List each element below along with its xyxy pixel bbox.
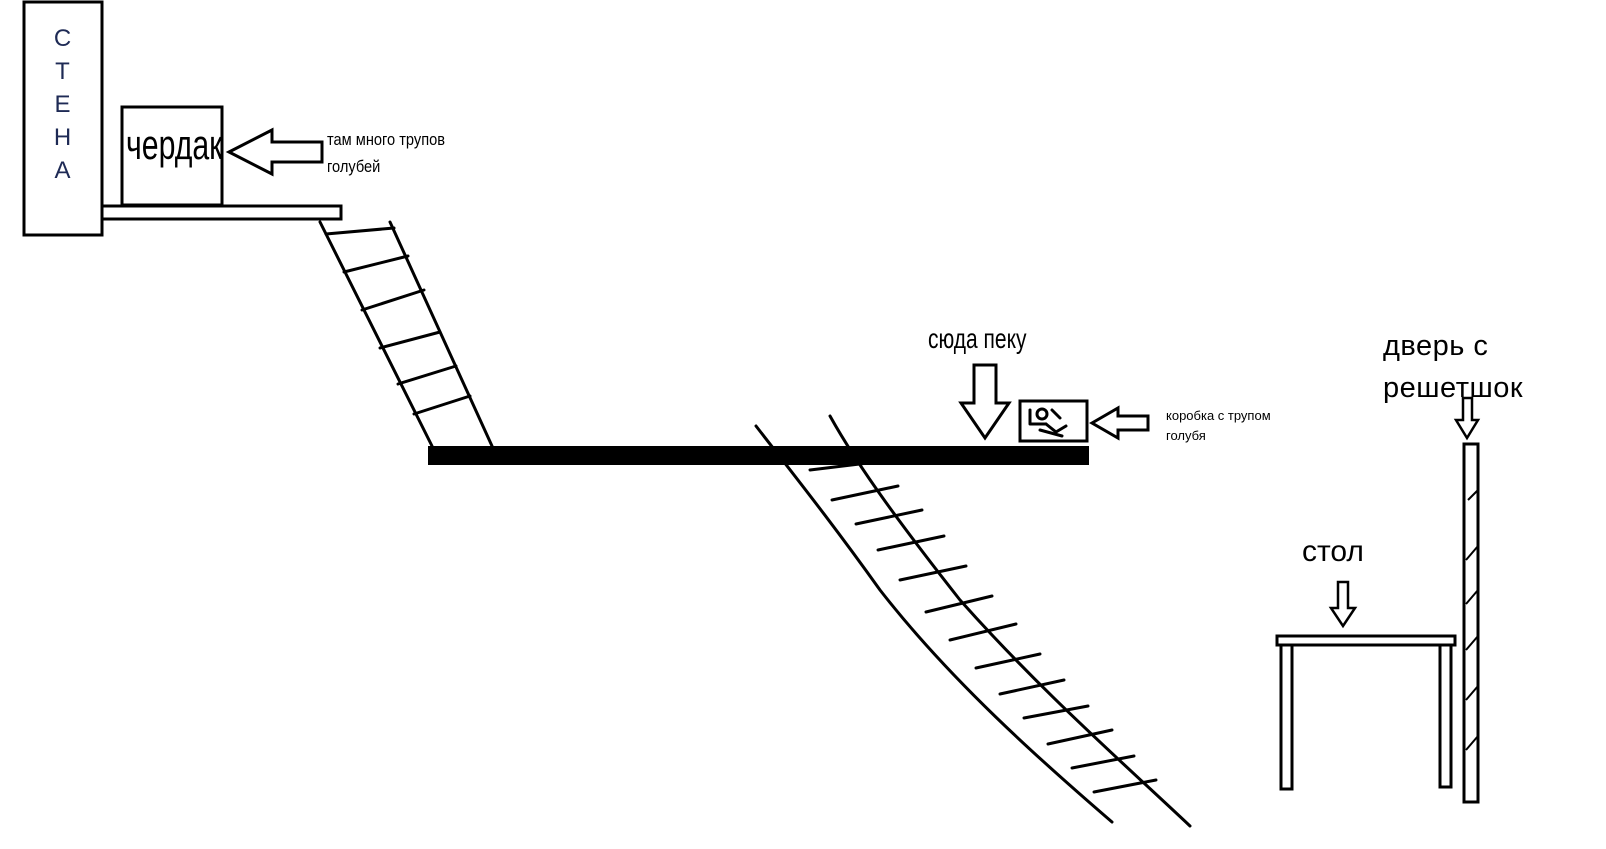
- wall-letter: Н: [53, 124, 73, 151]
- lower-ladder: [754, 414, 1192, 828]
- box-arrow-icon: [1088, 405, 1150, 441]
- attic-label: чердак: [126, 121, 223, 168]
- wall-label: С Т Е Н А: [26, 22, 100, 187]
- wall-letter: Т: [55, 58, 71, 85]
- attic-note-line: голубей: [327, 157, 381, 176]
- wall-letter: Е: [54, 91, 72, 118]
- attic-note-line: там много трупов: [327, 130, 446, 149]
- attic-shelf: [100, 204, 343, 221]
- door-label-line: решетшок: [1383, 372, 1524, 404]
- wall-letter: А: [54, 157, 72, 184]
- box-note: коробка с трупом голубя: [1166, 406, 1271, 446]
- wall-column: [22, 0, 104, 237]
- box-note-line: голубя: [1166, 428, 1206, 443]
- table-down-arrow-icon: [1328, 580, 1358, 629]
- door-label-line: дверь с: [1383, 330, 1489, 362]
- table: [1275, 634, 1457, 791]
- door-down-arrow-icon: [1453, 396, 1481, 441]
- pigeon-doodle-icon: [1028, 407, 1068, 438]
- pigeon-box: [1018, 399, 1089, 443]
- door-label: дверь с решетшок: [1383, 325, 1523, 409]
- attic-arrow-icon: [225, 127, 324, 177]
- table-label: стол: [1302, 535, 1364, 568]
- floor-beam: [428, 446, 1089, 465]
- attic-box: [120, 105, 224, 207]
- upper-ladder: [318, 220, 494, 448]
- door-with-grate: [1462, 442, 1480, 804]
- heater-down-arrow-icon: [958, 363, 1012, 441]
- attic-note: там много трупов голубей: [327, 126, 445, 180]
- heater-label: сюда пеку: [928, 323, 1027, 354]
- box-note-line: коробка с трупом: [1166, 408, 1271, 423]
- wall-letter: С: [53, 25, 73, 52]
